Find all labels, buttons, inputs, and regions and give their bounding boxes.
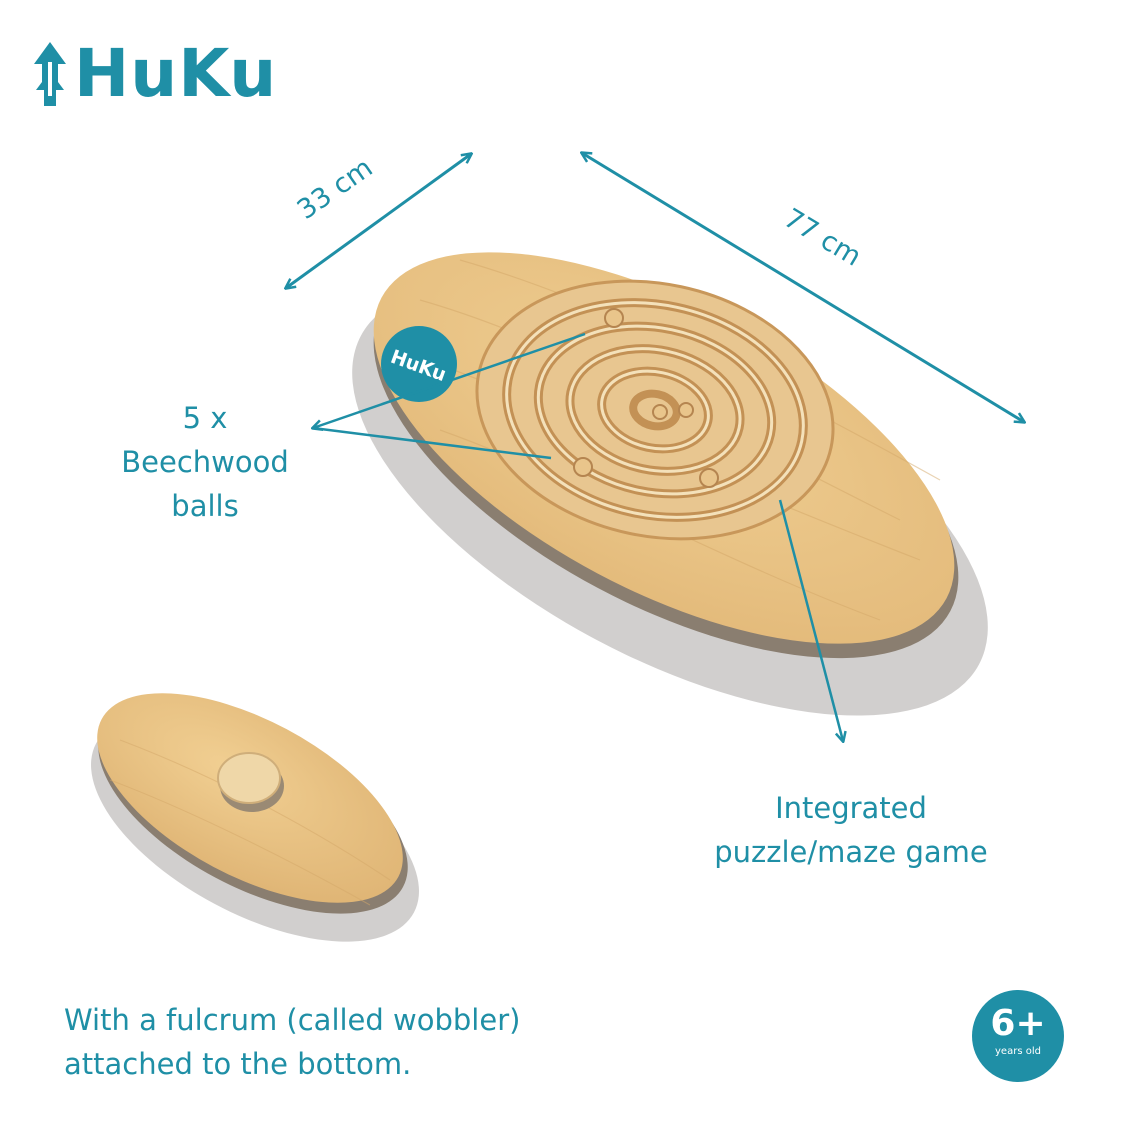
brand-sticker [381,326,457,402]
balls-label-line: 5 x [182,401,228,435]
length-label: 77 cm [778,203,866,273]
tree-arrow-icon [34,42,66,106]
age-value: 6+ [990,1003,1046,1044]
fulcrum-label-line: With a fulcrum (called wobbler) [64,1003,521,1037]
brand-logo: HuKu [30,34,277,114]
width-label: 33 cm [292,152,379,226]
balls-label-line: balls [171,489,239,523]
ball [678,402,694,418]
maze-label-line: Integrated [775,791,927,825]
logo-text: HuKu [74,35,278,112]
maze-label: Integrated puzzle/maze game [676,786,1026,874]
age-subtitle: years old [995,1046,1041,1057]
pointer-arrow-icon [778,499,843,741]
age-badge: 6+ years old [972,990,1064,1082]
balls-label-line: Beechwood [121,445,289,479]
fulcrum-label: With a fulcrum (called wobbler) attached… [64,998,624,1086]
maze-label-line: puzzle/maze game [714,835,988,869]
wobbler-fulcrum [217,752,284,812]
pointer-arrow-icon [312,426,552,460]
ball [652,404,668,420]
ball [604,308,624,328]
ball [699,468,719,488]
dimension-arrow-icon [582,153,1024,422]
pointer-arrow-icon [313,332,586,428]
fulcrum-label-line: attached to the bottom. [64,1047,412,1081]
ball [573,457,593,477]
dimension-arrow-icon [286,154,471,288]
balls-label: 5 x Beechwood balls [100,396,310,528]
